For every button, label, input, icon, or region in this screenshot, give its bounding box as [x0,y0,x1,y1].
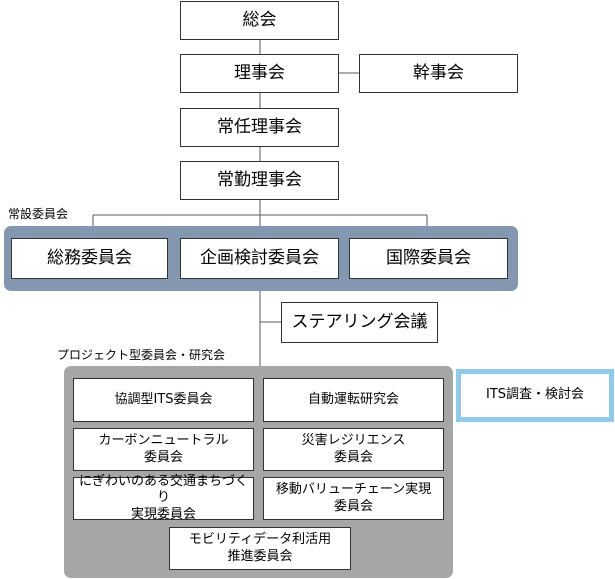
full-time-board-box: 常勤理事会 [180,161,339,200]
steering-meeting-box: ステアリング会議 [281,302,438,343]
project-committee-carbon-neutral: カーボンニュートラル 委員会 [73,428,254,471]
project-committee-mobility-value-chain: 移動バリューチェーン実現 委員会 [263,477,444,520]
project-committee-mobility-data: モビリティデータ利活用 推進委員会 [169,527,351,570]
project-committees-label: プロジェクト型委員会・研究会 [57,348,226,362]
project-committee-lively-town-planning: にぎわいのある交通まちづくり 実現委員会 [73,474,254,522]
standing-committee-planning: 企画検討委員会 [180,238,339,279]
project-committee-disaster-resilience: 災害レジリエンス 委員会 [263,428,444,471]
general-meeting-box: 総会 [180,1,339,40]
project-committee-cooperative-its: 協調型ITS委員会 [73,378,254,422]
standing-committee-general-affairs: 総務委員会 [11,238,168,279]
secretariat-box: 幹事会 [359,54,518,93]
board-box: 理事会 [180,54,339,93]
executive-board-box: 常任理事会 [180,108,339,147]
project-committee-autonomous-driving: 自動運転研究会 [263,378,444,422]
its-study-box: ITS調査・検討会 [456,369,614,422]
standing-committees-label: 常設委員会 [8,207,69,221]
standing-committee-international: 国際委員会 [349,238,508,279]
